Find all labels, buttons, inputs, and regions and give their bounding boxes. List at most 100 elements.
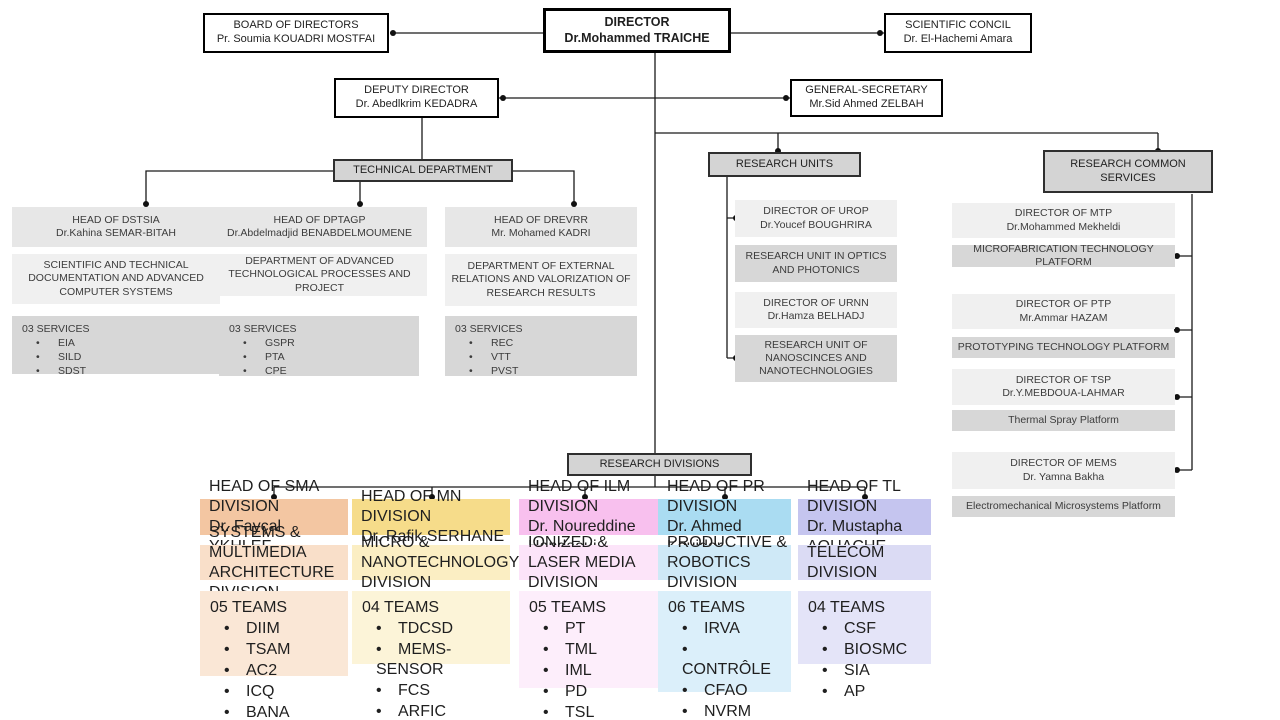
pr-division-node: PRODUCTIVE & ROBOTICS DIVISION — [658, 534, 791, 591]
research-units-label: RESEARCH UNITS — [735, 157, 834, 170]
platform-mems-label: Electromechanical Microsystems Platform — [966, 499, 1161, 512]
list-item: EIA — [36, 337, 86, 351]
mn-teams-list: TDCSDMEMS-SENSORFCSARFIC — [362, 619, 504, 720]
drevrr-department-label: DEPARTMENT OF EXTERNAL RELATIONS AND VAL… — [451, 260, 631, 299]
mn-division-node: MICRO & NANOTECHNOLOGY DIVISION — [352, 534, 519, 591]
director-mems-node: DIRECTOR OF MEMS Dr. Yamna Bakha — [952, 452, 1175, 489]
drevrr-services-list: RECVTTPVST — [455, 337, 518, 379]
head-tl-title: HEAD OF TL DIVISION — [807, 478, 901, 515]
tl-teams-node: 04 TEAMS CSFBIOSMCSIAAP — [798, 591, 931, 700]
head-drevrr-title: HEAD OF DREVRR — [494, 213, 588, 226]
list-item: VTT — [469, 351, 518, 365]
list-item: AP — [822, 682, 907, 703]
sma-teams-title: 05 TEAMS — [210, 599, 288, 616]
research-divisions-node: RESEARCH DIVISIONS — [567, 453, 752, 476]
deputy-director-title: DEPUTY DIRECTOR — [364, 84, 469, 97]
ilm-division-label: IONIZED & LASER MEDIA DIVISION — [528, 533, 635, 591]
research-common-services-node: RESEARCH COMMON SERVICES — [1043, 150, 1213, 193]
dptagp-department-node: DEPARTMENT OF ADVANCED TECHNOLOGICAL PRO… — [212, 254, 427, 296]
list-item: GSPR — [243, 337, 295, 351]
ilm-teams-node: 05 TEAMS PTTMLIMLPDTSL — [519, 591, 662, 720]
platform-ptp-node: PROTOTYPING TECHNOLOGY PLATFORM — [952, 337, 1175, 358]
director-tsp-node: DIRECTOR OF TSP Dr.Y.MEBDOUA-LAHMAR — [952, 369, 1175, 405]
ilm-division-node: IONIZED & LASER MEDIA DIVISION — [519, 534, 662, 591]
director-mtp-title: DIRECTOR OF MTP — [1014, 207, 1113, 220]
director-tsp-person: Dr.Y.MEBDOUA-LAHMAR — [1002, 387, 1125, 399]
tl-teams-list: CSFBIOSMCSIAAP — [808, 619, 907, 703]
head-mn-person: Dr. Rafik SERHANE — [361, 528, 505, 545]
board-of-directors-node: BOARD OF DIRECTORS Pr. Soumia KOUADRI MO… — [203, 13, 389, 53]
list-item: AC2 — [224, 661, 290, 682]
dptagp-services-list: GSPRPTACPE — [229, 337, 295, 379]
list-item: DIIM — [224, 619, 290, 640]
head-dptagp-title: HEAD OF DPTAGP — [273, 213, 366, 226]
unit-optics-label: RESEARCH UNIT IN OPTICS AND PHOTONICS — [745, 250, 887, 276]
director-urnn-person: Dr.Hamza BELHADJ — [767, 310, 865, 322]
director-ptp-person: Mr.Ammar HAZAM — [1019, 311, 1108, 324]
head-tl-node: HEAD OF TL DIVISION Dr. Mustapha AOUACHE — [798, 478, 931, 555]
pr-division-label: PRODUCTIVE & ROBOTICS DIVISION — [667, 533, 788, 591]
pr-teams-node: 06 TEAMS IRVACONTRÔLECFAONVRMSRPCSE — [658, 591, 791, 720]
director-mtp-person: Dr.Mohammed Mekheldi — [1006, 220, 1121, 233]
platform-mems-node: Electromechanical Microsystems Platform — [952, 496, 1175, 517]
general-secretary-person: Mr.Sid Ahmed ZELBAH — [809, 98, 924, 110]
list-item: CFAO — [682, 681, 785, 702]
platform-mtp-node: MICROFABRICATION TECHNOLOGY PLATFORM — [952, 242, 1175, 268]
mn-teams-node: 04 TEAMS TDCSDMEMS-SENSORFCSARFIC — [352, 591, 510, 720]
unit-optics-node: RESEARCH UNIT IN OPTICS AND PHOTONICS — [735, 245, 897, 282]
director-urnn-node: DIRECTOR OF URNN Dr.Hamza BELHADJ — [735, 292, 897, 328]
platform-tsp-node: Thermal Spray Platform — [952, 410, 1175, 431]
head-dstsia-node: HEAD OF DSTSIA Dr.Kahina SEMAR-BITAH — [12, 207, 220, 247]
head-pr-title: HEAD OF PR DIVISION — [667, 478, 765, 515]
head-dstsia-person: Dr.Kahina SEMAR-BITAH — [55, 227, 176, 239]
list-item: NVRM — [682, 702, 785, 720]
head-mn-title: HEAD OF MN DIVISION — [361, 488, 462, 525]
head-ilm-title: HEAD OF ILM DIVISION — [528, 478, 631, 515]
director-title: DIRECTOR — [604, 14, 670, 29]
tl-division-node: TELECOM DIVISION — [798, 544, 931, 581]
head-mn-node: HEAD OF MN DIVISION Dr. Rafik SERHANE — [352, 488, 510, 545]
scientific-council-person: Dr. El-Hachemi Amara — [903, 33, 1013, 45]
list-item: TSAM — [224, 640, 290, 661]
general-secretary-title: GENERAL-SECRETARY — [805, 84, 928, 97]
platform-mtp-label: MICROFABRICATION TECHNOLOGY PLATFORM — [973, 242, 1154, 268]
ilm-teams-list: PTTMLIMLPDTSL — [529, 619, 597, 720]
list-item: FCS — [376, 681, 504, 702]
head-ilm-node: HEAD OF ILM DIVISION Dr. Noureddine Hand… — [519, 478, 662, 555]
list-item: IML — [543, 661, 597, 682]
director-urop-title: DIRECTOR OF UROP — [763, 205, 869, 218]
list-item: IRVA — [682, 619, 785, 640]
list-item: ARFIC — [376, 702, 504, 720]
head-dptagp-node: HEAD OF DPTAGP Dr.Abdelmadjid BENABDELMO… — [212, 207, 427, 247]
deputy-director-node: DEPUTY DIRECTOR Dr. Abedlkrim KEDADRA — [334, 78, 499, 118]
mn-teams-title: 04 TEAMS — [362, 599, 440, 616]
technical-department-label: TECHNICAL DEPARTMENT — [353, 163, 493, 176]
drevrr-services-title: 03 SERVICES — [455, 323, 523, 335]
list-item: PTA — [243, 351, 295, 365]
list-item: BANA — [224, 703, 290, 720]
list-item: CSF — [822, 619, 907, 640]
unit-nano-label: RESEARCH UNIT OF NANOSCINCES AND NANOTEC… — [759, 338, 873, 378]
sma-division-node: SYSTEMS & MULTIMEDIA ARCHITECTURE DIVISI… — [200, 524, 348, 601]
sma-teams-node: 05 TEAMS DIIMTSAMAC2ICQBANA — [200, 591, 348, 720]
list-item: TDCSD — [376, 619, 504, 640]
head-pr-node: HEAD OF PR DIVISION Dr. Ahmed Kouider — [658, 478, 791, 555]
director-urnn-title: DIRECTOR OF URNN — [763, 296, 869, 309]
dstsia-services-list: EIASILDSDST — [22, 337, 86, 379]
sma-teams-list: DIIMTSAMAC2ICQBANA — [210, 619, 290, 720]
list-item: TSL — [543, 703, 597, 720]
dstsia-department-node: SCIENTIFIC AND TECHNICAL DOCUMENTATION A… — [12, 254, 220, 304]
head-dstsia-title: HEAD OF DSTSIA — [72, 213, 160, 226]
list-item: REC — [469, 337, 518, 351]
director-person: Dr.Mohammed TRAICHE — [564, 30, 710, 45]
head-drevrr-person: Mr. Mohamed KADRI — [491, 227, 591, 239]
director-tsp-title: DIRECTOR OF TSP — [1015, 373, 1112, 386]
list-item: SIA — [822, 661, 907, 682]
pr-teams-list: IRVACONTRÔLECFAONVRMSRPCSE — [668, 619, 785, 720]
head-drevrr-node: HEAD OF DREVRR Mr. Mohamed KADRI — [445, 207, 637, 247]
general-secretary-node: GENERAL-SECRETARY Mr.Sid Ahmed ZELBAH — [790, 79, 943, 117]
director-ptp-title: DIRECTOR OF PTP — [1015, 298, 1112, 311]
tl-teams-title: 04 TEAMS — [808, 599, 886, 616]
unit-nano-node: RESEARCH UNIT OF NANOSCINCES AND NANOTEC… — [735, 335, 897, 382]
drevrr-services-node: 03 SERVICES RECVTTPVST — [445, 316, 637, 379]
